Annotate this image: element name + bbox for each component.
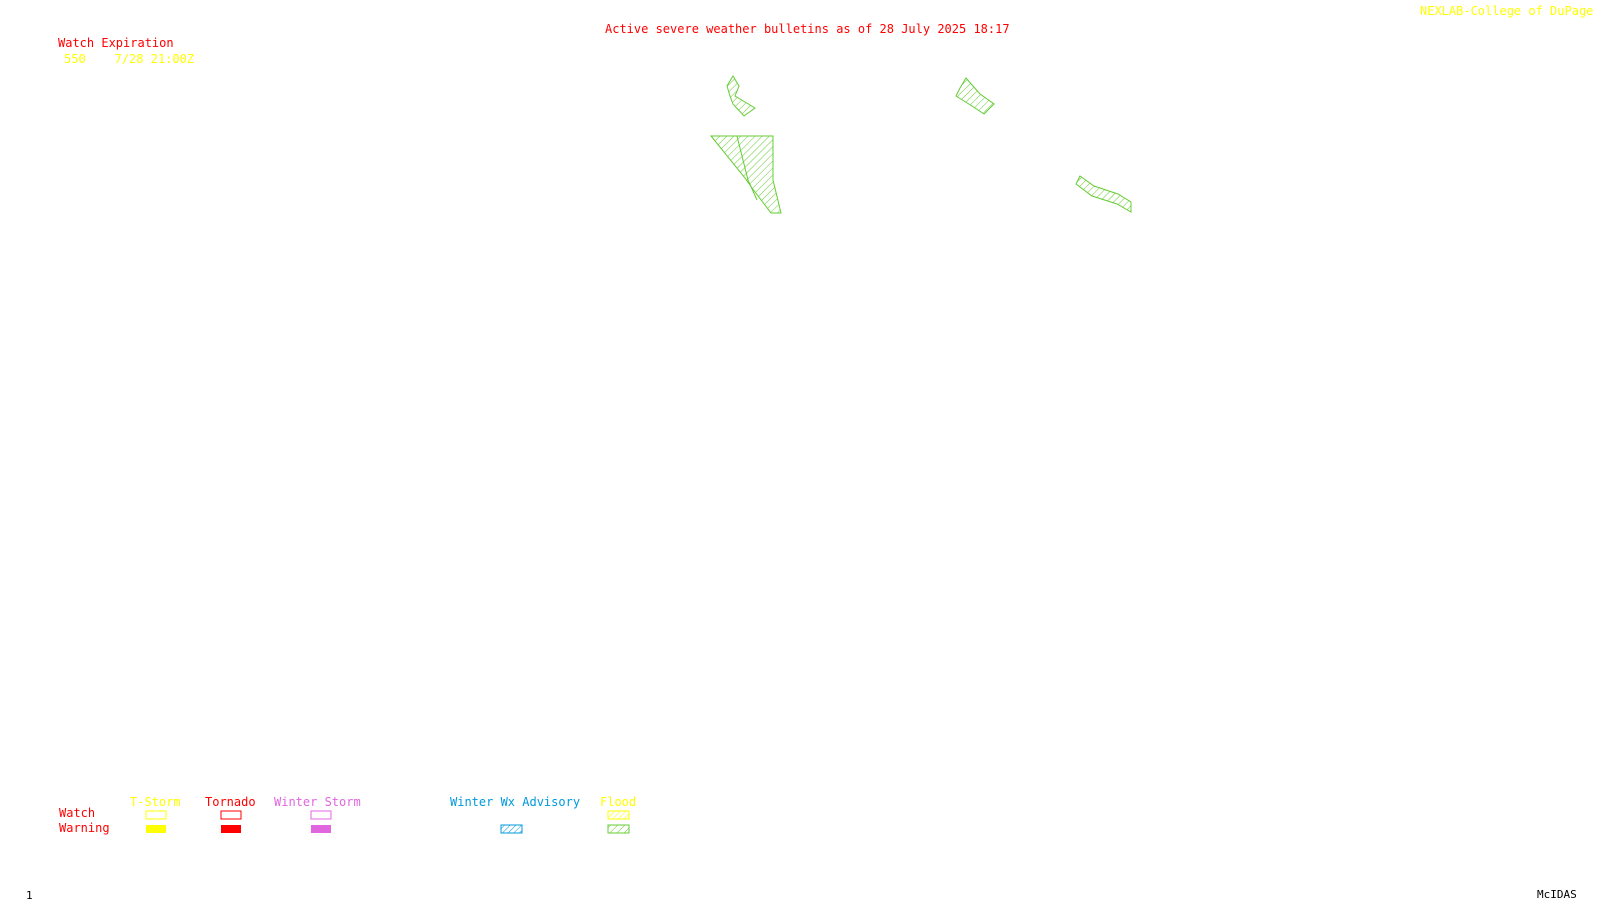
flood-warning-polygon bbox=[955, 77, 995, 115]
watch-expiration-title: Watch Expiration bbox=[58, 36, 174, 50]
bulletin-title: Active severe weather bulletins as of 28… bbox=[605, 22, 1010, 36]
winter-storm-watch-swatch bbox=[310, 810, 332, 820]
tstorm-warning-swatch bbox=[146, 825, 166, 833]
frame-number: 1 bbox=[26, 889, 33, 900]
legend-tstorm-label: T-Storm bbox=[130, 795, 181, 809]
flood-warning-polygon-edge bbox=[736, 135, 758, 201]
tornado-watch-swatch bbox=[220, 810, 242, 820]
flood-warning-polygon bbox=[709, 135, 782, 214]
credit-label: NEXLAB-College of DuPage R bbox=[1420, 4, 1600, 18]
legend-swatches bbox=[145, 810, 630, 834]
legend-watch-label: Watch bbox=[59, 806, 96, 820]
legend-flood-label: Flood bbox=[600, 795, 637, 809]
legend-winter-storm-label: Winter Storm bbox=[274, 795, 361, 809]
watch-expiry-time: 7/28 21:00Z bbox=[114, 52, 195, 66]
legend-tornado-label: Tornado bbox=[205, 795, 256, 809]
legend-warning-label: Warning bbox=[59, 821, 110, 835]
winter-advisory-warning-swatch bbox=[500, 824, 523, 834]
flood-watch-swatch bbox=[607, 810, 630, 820]
watch-id: 550 bbox=[64, 52, 86, 66]
tstorm-watch-swatch bbox=[145, 810, 167, 820]
tornado-warning-swatch bbox=[221, 825, 241, 833]
flood-warning-swatch bbox=[607, 824, 630, 834]
watch-expiration-row: 550 7/28 21:00Z bbox=[64, 52, 194, 66]
software-label: McIDAS bbox=[1537, 888, 1577, 900]
flood-warning-polygon bbox=[1075, 175, 1132, 213]
flood-warning-polygons bbox=[709, 75, 1132, 214]
legend-winter-advisory-label: Winter Wx Advisory bbox=[450, 795, 581, 809]
flood-warning-polygon bbox=[726, 75, 756, 117]
winter-storm-warning-swatch bbox=[311, 825, 331, 833]
